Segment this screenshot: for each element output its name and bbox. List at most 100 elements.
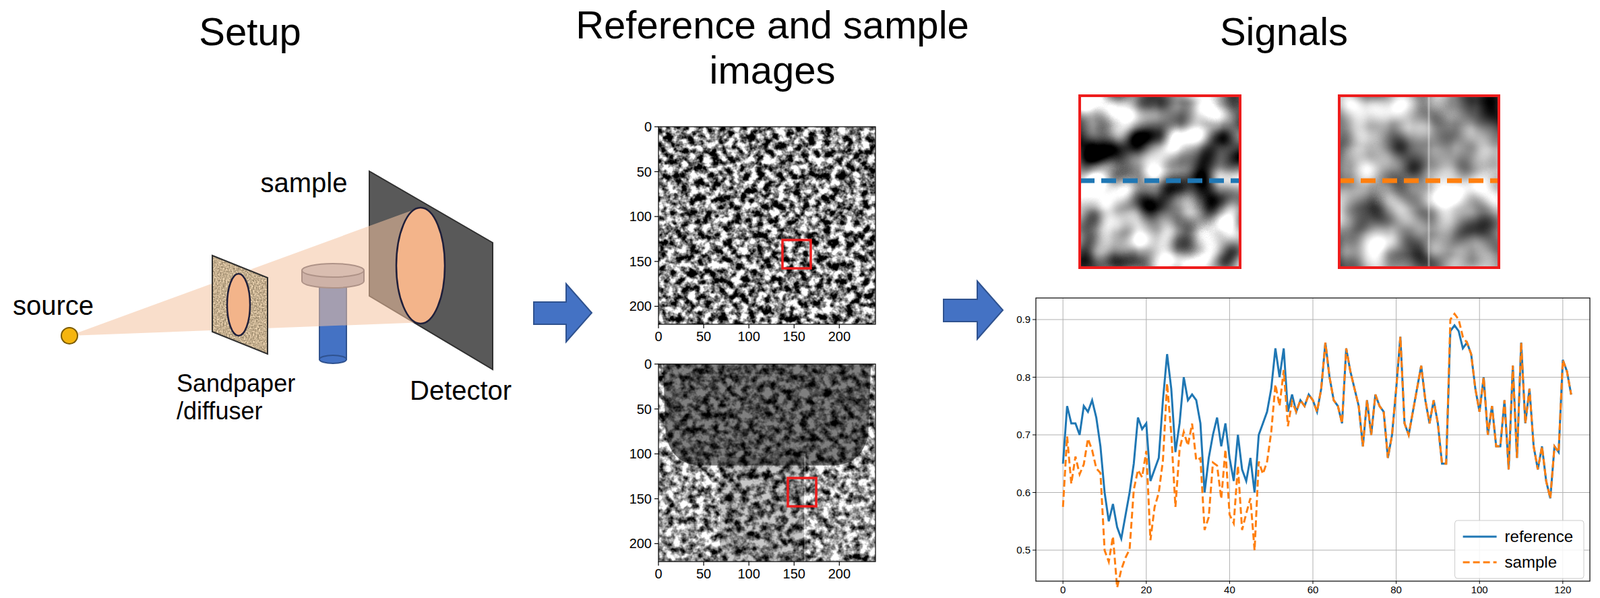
tick-mark [654,216,659,218]
plot-frame [1035,297,1590,581]
tick-mark [654,126,659,127]
grid-line [1229,297,1230,581]
panel-heading: Setup [198,9,302,55]
axis-tick-label: 200 [629,535,652,552]
tick-mark [654,260,659,262]
sample-shadow [663,363,872,562]
axis-tick-label: 100 [629,446,652,462]
reference-zoom-patch [1079,95,1241,268]
tick-mark [702,324,704,329]
tick-mark [657,561,659,566]
panel-heading: Reference and sample images [536,2,1009,93]
tick-mark [793,324,795,329]
axis-tick-label: 50 [636,401,652,417]
tick-mark [839,324,840,329]
sandpaper-texture [212,255,268,354]
block-arrow [533,283,592,342]
sample-stem-shadow [719,457,805,562]
sandpaper-beam-spot [227,273,251,336]
axis-tick-label: 50 [636,163,652,180]
legend-line-sample [1463,561,1497,564]
axis-tick-label: 100 [629,208,652,225]
block-arrow [943,281,1003,340]
tick-mark [1032,491,1036,493]
tick-mark [654,305,659,307]
axis-tick-label: 0.5 [1016,543,1031,556]
legend-line-sample [1463,535,1497,538]
sample-zoom-patch [1339,95,1499,268]
detector-beam-spot [396,207,445,324]
tick-mark [654,498,659,499]
profile-line [1339,178,1499,184]
source-dot [61,327,78,344]
patch-frame [1079,95,1241,268]
sandpaper-plate [212,255,268,354]
component-label: Sandpaper /diffuser [176,369,319,426]
tick-mark [748,561,750,566]
legend-box [1455,520,1584,579]
reference-speckle-image [658,126,876,325]
roi-square [787,477,817,507]
sample-stem-base [319,355,347,364]
image-frame [658,126,876,325]
axis-tick-label: 100 [1471,583,1489,596]
axis-tick-label: 0 [644,119,652,135]
axis-tick-label: 0 [1060,583,1066,596]
tick-mark [702,561,704,566]
axis-tick-label: 150 [783,328,806,345]
legend-label: reference [1504,527,1574,546]
tick-mark [1032,434,1036,436]
axis-tick-label: 80 [1390,583,1402,596]
axis-tick-label: 0.7 [1016,428,1031,441]
legend-label: sample [1504,552,1557,572]
profile-line [1079,178,1241,184]
tick-mark [654,171,659,172]
axis-ticks [654,126,840,566]
tick-mark [654,543,659,544]
axis-tick-label: 20 [1140,583,1152,596]
tick-mark [654,363,659,364]
axis-tick-label: 150 [783,566,806,582]
tick-mark [1032,376,1036,378]
sample-speckle-image [658,363,876,562]
axis-tick-label: 0 [644,356,652,373]
signal-plot [1032,297,1590,588]
tick-mark [654,408,659,410]
tick-mark [654,453,659,455]
panel-heading: Signals [1219,9,1348,55]
axis-tick-label: 0.6 [1016,486,1031,499]
axis-tick-label: 200 [828,328,851,345]
reference-curve [1062,325,1572,539]
axis-tick-label: 200 [828,566,851,582]
component-label: source [12,289,94,321]
axis-tick-label: 150 [629,490,652,507]
component-label: Detector [409,374,512,406]
sample-cap-shadow [663,363,872,466]
image-frame [658,363,876,562]
axis-tick-label: 0.8 [1016,371,1031,383]
axis-tick-label: 200 [629,298,652,315]
grid-line [1062,297,1064,581]
tick-mark [748,324,750,329]
axis-tick-label: 60 [1307,583,1319,596]
grid-line [1395,297,1397,581]
axis-tick-label: 0.9 [1016,313,1031,325]
component-label: sample [260,167,348,199]
tick-mark [657,324,659,329]
axis-tick-label: 0 [654,328,662,345]
tick-mark [839,561,840,566]
grid-line [1312,297,1314,581]
roi-square [782,239,811,269]
axis-tick-label: 50 [696,566,712,582]
axis-tick-label: 120 [1554,583,1572,596]
tick-mark [1032,319,1036,321]
tick-mark [793,561,795,566]
axis-tick-label: 100 [737,566,760,582]
edge-line [804,453,807,562]
tick-mark [1032,549,1036,551]
axis-tick-label: 40 [1223,583,1236,596]
axis-tick-label: 100 [737,328,760,345]
axis-tick-label: 150 [629,253,652,269]
axis-tick-label: 50 [696,328,712,345]
